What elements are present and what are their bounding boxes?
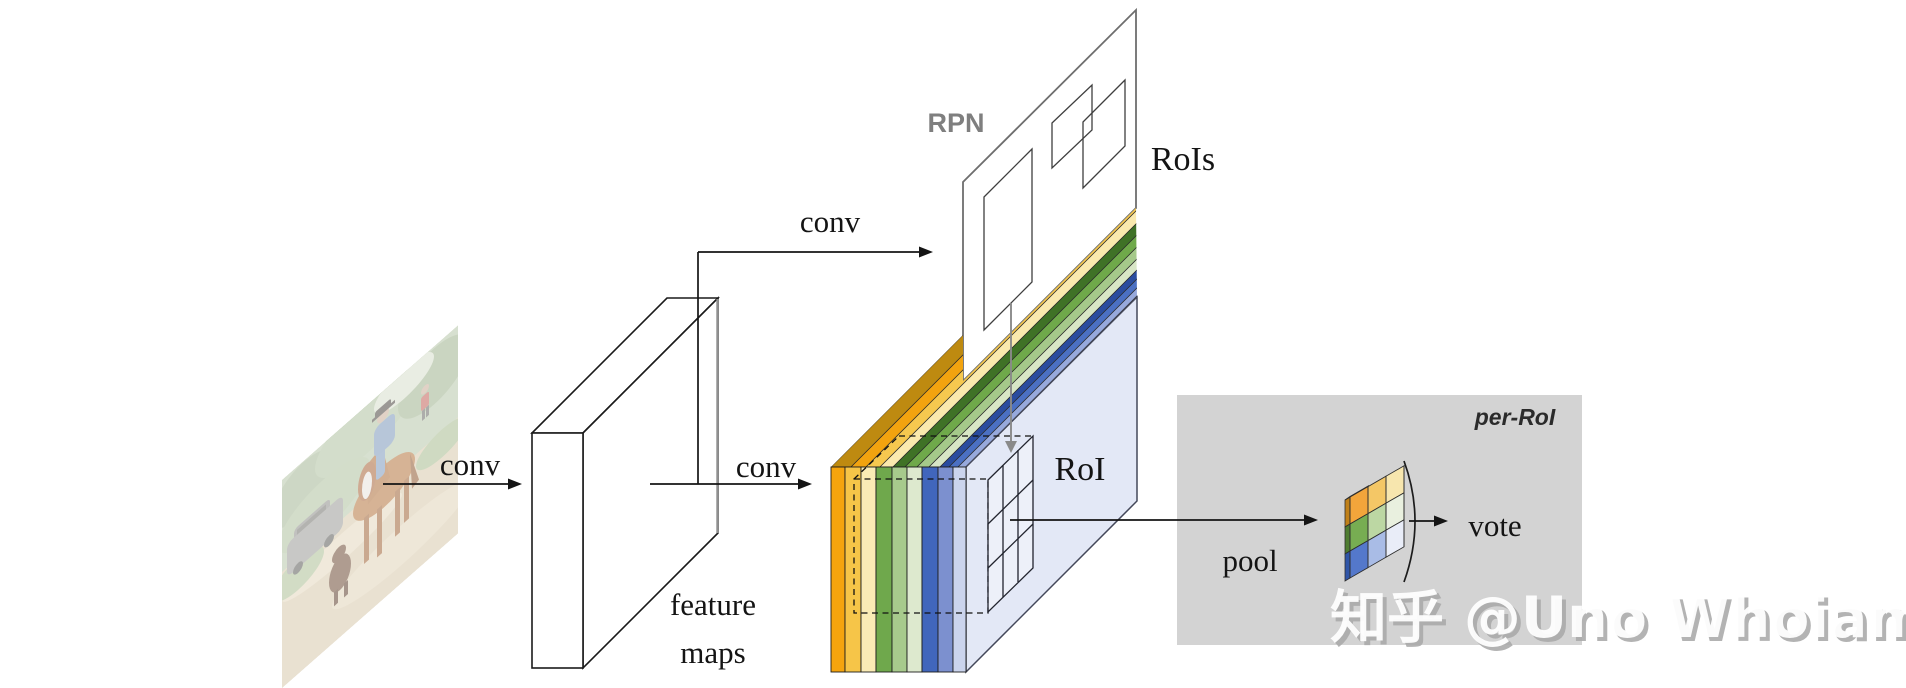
score-map-stripe [830, 466, 846, 673]
conv2-label: conv [736, 449, 797, 484]
rpn-anchor-large [1082, 78, 1126, 190]
rpn-to-roi-arrow [1005, 303, 1017, 453]
score-map-stripe [860, 466, 877, 673]
photo-car [287, 497, 343, 575]
roi-label: RoI [1055, 451, 1106, 488]
conv-rpn-arrowhead [919, 246, 933, 258]
score-map-top-band [879, 208, 1137, 467]
watermark: 知乎 @Uno Whoiam 知乎 @Uno Whoiam [1330, 585, 1906, 655]
pooled-cell [1385, 519, 1405, 559]
score-map-top-band [948, 208, 1137, 467]
pooled-side-strip [1344, 496, 1351, 528]
conv-arrowheads [508, 246, 933, 490]
score-map-stripe [891, 466, 908, 673]
svg-text:知乎 @Uno Whoiam: 知乎 @Uno Whoiam [1334, 589, 1906, 655]
conv-arrows [383, 251, 921, 485]
photo-rider [372, 399, 395, 480]
photo-dog [329, 544, 351, 607]
rpn-anchor-tall [983, 147, 1033, 332]
score-map-top-band [904, 208, 1137, 467]
rpn-label: RPN [927, 108, 984, 138]
pooled-roi-grid [1349, 465, 1405, 579]
score-map-top-band [916, 208, 1137, 467]
score-map-stripe [921, 466, 939, 673]
conv1-arrowhead [508, 478, 522, 490]
roi-grid [987, 434, 1034, 614]
vote-arrow [1409, 515, 1448, 527]
pooled-side-strip [1344, 550, 1351, 582]
conv-rpn-label: conv [800, 204, 861, 239]
pooled-side-strip [1344, 523, 1351, 555]
conv1-label: conv [440, 447, 501, 482]
input-image [282, 325, 458, 688]
score-map-top-band [892, 208, 1137, 467]
photo-person-red [421, 384, 429, 422]
score-map-stripe [844, 466, 862, 673]
score-maps-front-stripes [830, 466, 967, 673]
feature-maps-label-line1: feature [670, 587, 756, 622]
score-map-stripe [875, 466, 893, 673]
per-roi-label: per-RoI [1474, 404, 1556, 430]
feature-maps-label-line2: maps [680, 635, 745, 670]
conv2-arrowhead [798, 478, 812, 490]
rpn-anchor-small [1051, 83, 1093, 170]
rois-label: RoIs [1151, 141, 1215, 178]
vote-label: vote [1468, 508, 1521, 543]
pool-arrow [1010, 514, 1318, 526]
svg-text:知乎 @Uno Whoiam: 知乎 @Uno Whoiam [1330, 585, 1906, 651]
score-map-stripe [906, 466, 923, 673]
feature-maps-box [530, 296, 720, 670]
pool-label: pool [1222, 543, 1277, 578]
score-map-stripe [952, 466, 967, 673]
score-map-top-band [957, 208, 1137, 467]
score-map-top-band [939, 208, 1137, 467]
score-map-stripe [937, 466, 954, 673]
